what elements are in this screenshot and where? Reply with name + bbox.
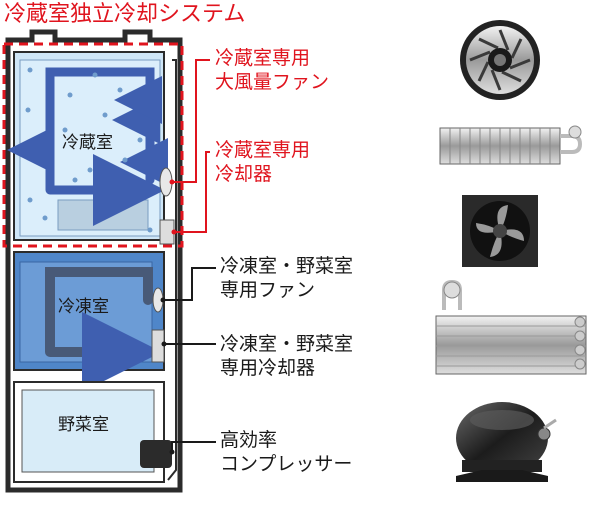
diagram-title: 冷蔵室独立冷却システム <box>4 2 246 27</box>
fin-cooler-icon <box>439 125 583 165</box>
callout-freezer-cooler-line2: 専用冷却器 <box>220 357 316 379</box>
axial-fan-icon <box>462 195 538 267</box>
freezer-cooler-part <box>151 329 165 363</box>
callout-compressor-line1: 高効率 <box>220 429 278 451</box>
room-label-vegetable: 野菜室 <box>58 415 109 435</box>
large-cooler-icon <box>435 279 587 375</box>
callout-fridge-cooler-line1: 冷蔵室専用 <box>215 139 311 161</box>
callout-freezer-cooler: 冷凍室・野菜室 専用冷却器 <box>220 332 353 380</box>
callout-fridge-cooler-line2: 冷却器 <box>215 163 273 185</box>
callout-fridge-fan-line1: 冷蔵室専用 <box>215 47 311 69</box>
refrigerator-compartment: 冷蔵室 <box>7 51 168 241</box>
centrifugal-fan-icon <box>460 20 540 100</box>
compressor-part <box>140 440 172 468</box>
callout-fridge-fan: 冷蔵室専用 大風量ファン <box>215 46 329 94</box>
room-label-freezer: 冷凍室 <box>58 297 109 317</box>
room-label-refrigerator: 冷蔵室 <box>62 133 113 153</box>
leader-lines <box>160 59 216 455</box>
callout-freezer-cooler-line1: 冷凍室・野菜室 <box>220 333 354 355</box>
callout-freezer-fan-line1: 冷凍室・野菜室 <box>220 255 354 277</box>
freezer-compartment: 冷凍室 <box>13 251 165 392</box>
callout-fridge-fan-line2: 大風量ファン <box>215 71 330 93</box>
callout-freezer-fan: 冷凍室・野菜室 専用ファン <box>220 254 353 302</box>
vegetable-compartment: 野菜室 <box>13 381 172 483</box>
callout-compressor: 高効率 コンプレッサー <box>220 428 352 476</box>
callout-fridge-cooler: 冷蔵室専用 冷却器 <box>215 138 310 186</box>
callout-compressor-line2: コンプレッサー <box>220 453 353 475</box>
callout-freezer-fan-line2: 専用ファン <box>220 279 316 301</box>
compressor-icon <box>456 402 557 482</box>
refrigerator-highlight <box>2 42 184 248</box>
